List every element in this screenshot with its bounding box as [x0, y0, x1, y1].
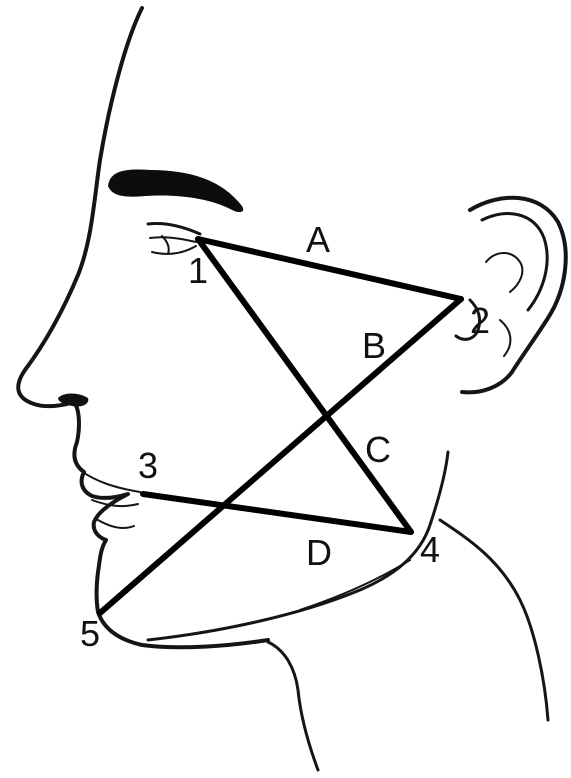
ear-shape [456, 198, 566, 393]
landmark-label-2: 2 [470, 300, 490, 341]
landmark-label-5: 5 [80, 613, 100, 654]
landmark-label-4: 4 [420, 529, 440, 570]
measurement-label-a: A [306, 219, 330, 260]
landmark-label-3: 3 [138, 445, 158, 486]
measurement-line-d [143, 494, 411, 532]
measurement-lines [100, 239, 461, 613]
measurement-label-b: B [362, 325, 386, 366]
face-outline [18, 8, 548, 770]
eyebrow-shape [108, 170, 243, 213]
measurement-label-c: C [365, 429, 391, 470]
measurement-label-d: D [306, 532, 332, 573]
landmark-label-1: 1 [188, 250, 208, 291]
